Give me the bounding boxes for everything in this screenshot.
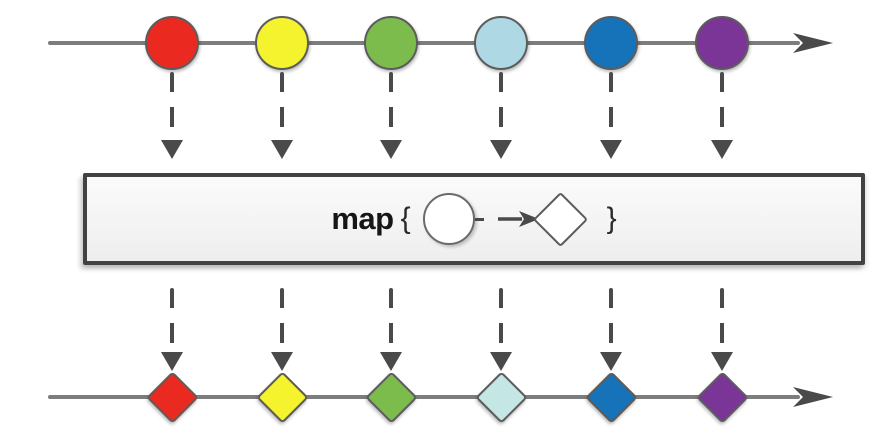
input-connector-light-blue-arrowhead-icon [490,140,512,159]
source-timeline-line [48,41,800,45]
output-connector-red-arrowhead-icon [161,352,183,371]
output-marble-red [145,370,199,424]
input-connector-purple-line [720,72,724,140]
output-marble-glyph-wrap [533,191,589,247]
output-connector-light-blue-line [499,288,503,352]
source-marble-purple [695,16,749,70]
input-connector-green-line [389,72,393,140]
open-brace: { [400,202,411,235]
output-marble-glyph-icon [533,191,589,247]
output-connector-green-line [389,288,393,352]
input-connector-green-arrowhead-icon [380,140,402,159]
source-marble-light-blue [474,16,528,70]
output-timeline-line [48,395,800,399]
output-marble-blue [584,370,638,424]
map-operator-box: map { } [83,173,865,265]
output-connector-red-line [170,288,174,352]
output-marble-yellow [255,370,309,424]
output-connector-yellow-line [280,288,284,352]
input-connector-yellow-arrowhead-icon [271,140,293,159]
output-connector-purple-line [720,288,724,352]
input-connector-red-line [170,72,174,140]
output-connector-green-arrowhead-icon [380,352,402,371]
output-connector-blue-arrowhead-icon [600,352,622,371]
source-marble-blue [584,16,638,70]
output-marble-green [364,370,418,424]
input-connector-yellow-line [280,72,284,140]
arrow-tail-icon [474,217,484,221]
input-connector-red-arrowhead-icon [161,140,183,159]
output-timeline-arrowhead-icon [793,387,833,407]
input-connector-blue-line [609,72,613,140]
input-connector-light-blue-line [499,72,503,140]
output-marble-light-blue [474,370,528,424]
input-connector-blue-arrowhead-icon [600,140,622,159]
close-brace: } [606,202,617,235]
source-timeline-arrowhead-icon [793,33,833,53]
transform-arrow-icon [497,211,539,227]
source-marble-yellow [255,16,309,70]
input-connector-purple-arrowhead-icon [711,140,733,159]
input-marble-glyph-icon [422,193,475,245]
output-marble-purple [695,370,749,424]
output-connector-blue-line [609,288,613,352]
output-connector-yellow-arrowhead-icon [271,352,293,371]
output-connector-purple-arrowhead-icon [711,352,733,371]
output-connector-light-blue-arrowhead-icon [490,352,512,371]
operator-name: map [331,201,394,236]
source-marble-red [145,16,199,70]
source-marble-green [364,16,418,70]
